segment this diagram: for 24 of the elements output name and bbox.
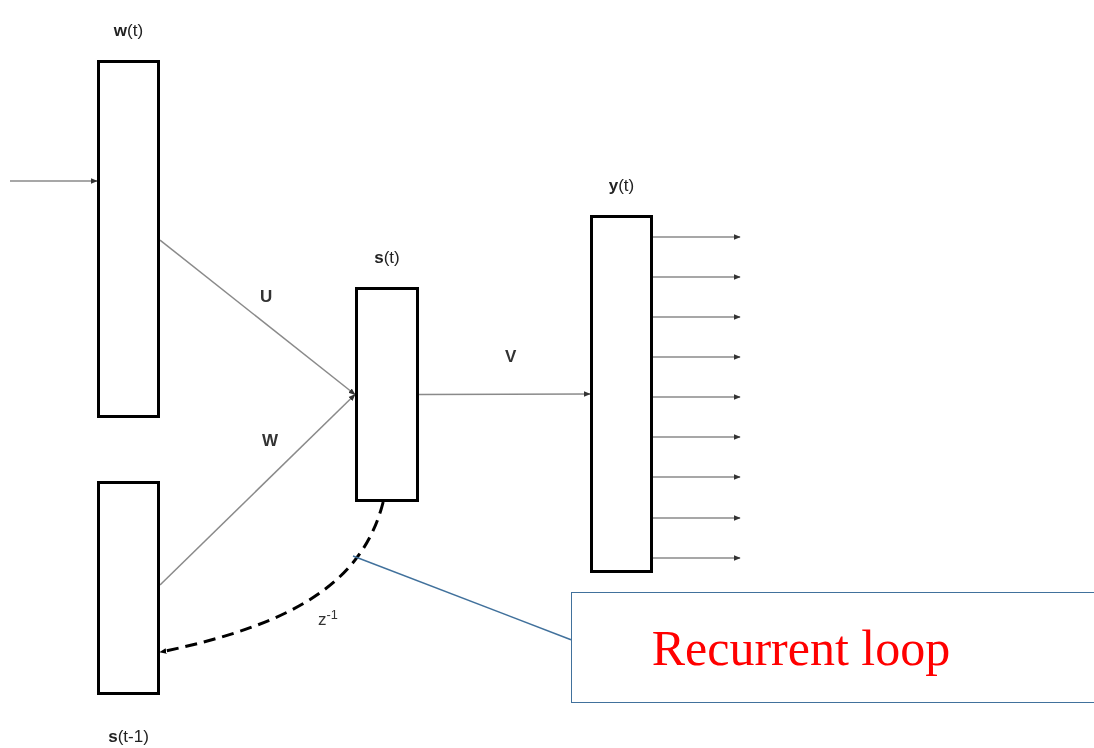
layer-label: s(t-1)	[108, 728, 149, 745]
layer-label: w(t)	[113, 22, 144, 39]
arrow	[159, 393, 356, 586]
edge-label: V	[503, 348, 519, 365]
arrow	[652, 274, 741, 280]
leader-line	[352, 555, 572, 641]
arrow	[652, 515, 741, 521]
arrow	[652, 394, 741, 400]
arrow	[652, 555, 741, 561]
arrow	[652, 434, 741, 440]
edge-label: z$^{-1}$	[316, 611, 340, 628]
arrow	[652, 314, 741, 320]
layer-label: y(t)	[608, 177, 635, 194]
edge-label: W	[260, 432, 281, 449]
arrow	[159, 239, 356, 396]
dashed-arrow	[159, 501, 385, 654]
arrow	[418, 391, 591, 397]
callout-box	[571, 592, 1094, 703]
layer-label: s(t)	[374, 249, 400, 266]
arrow	[652, 354, 741, 360]
arrow	[9, 178, 98, 184]
edge-label: U	[258, 288, 275, 305]
arrow	[652, 474, 741, 480]
arrow	[652, 234, 741, 240]
